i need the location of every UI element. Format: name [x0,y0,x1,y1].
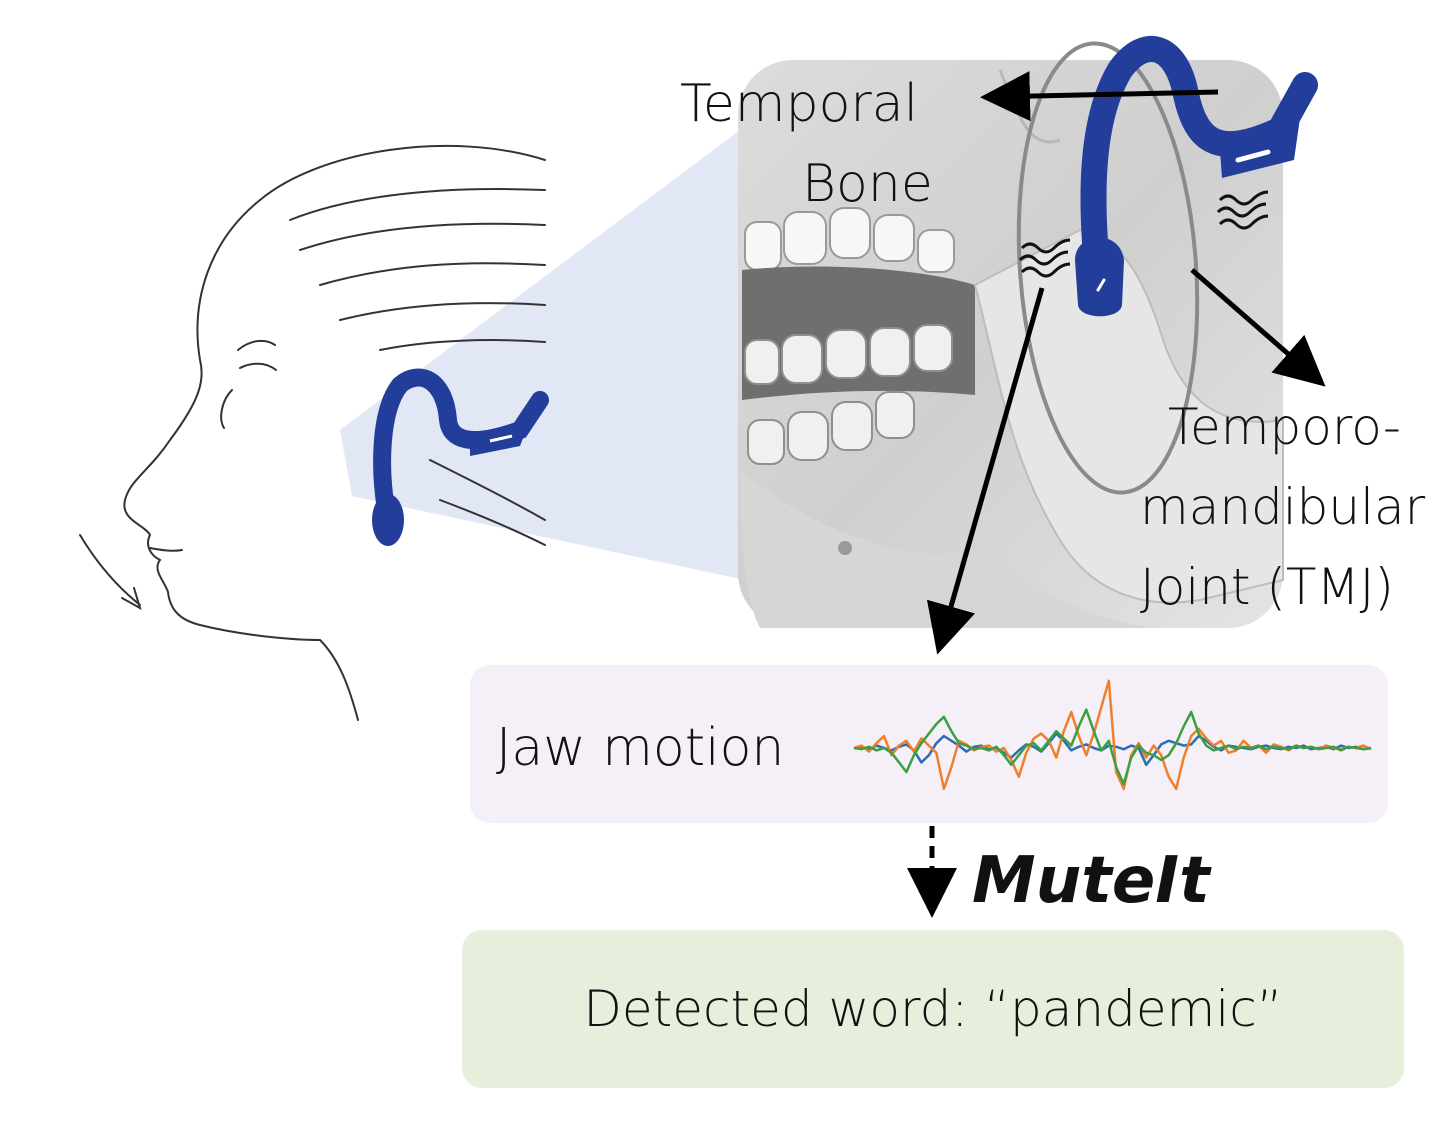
vibration-icon [1018,190,1269,278]
arrow-to-tmj [1190,268,1326,387]
jaw-motion-label: Jaw motion [496,718,785,778]
jaw-motion-signal [853,679,1372,791]
anatomy-panel [738,41,1284,628]
earphone-large-icon [1075,36,1318,317]
tmj-label-line3: Joint (TMJ) [1140,558,1394,616]
detected-word-panel: Detected word: “pandemic” [462,930,1404,1088]
temporal-bone-label-line2: Bone [802,154,933,214]
tmj-highlight-ellipse [1016,41,1200,495]
signal-trace-3 [853,708,1372,786]
face-sketch [79,144,546,721]
zoom-wedge [340,130,745,580]
system-name-label: MuteIt [972,844,1210,918]
signal-trace-2 [853,679,1372,791]
arrow-to-jaw-motion [926,287,1045,655]
tmj-label-line2: mandibular [1140,478,1426,536]
earphone-small-icon [372,368,549,546]
detected-word-text: Detected word: “pandemic” [583,980,1283,1038]
temporal-bone-label-line1: Temporal [680,74,919,134]
arrow-to-temporal-bone [980,71,1219,122]
tmj-label-line1: Temporo- [1168,398,1401,456]
